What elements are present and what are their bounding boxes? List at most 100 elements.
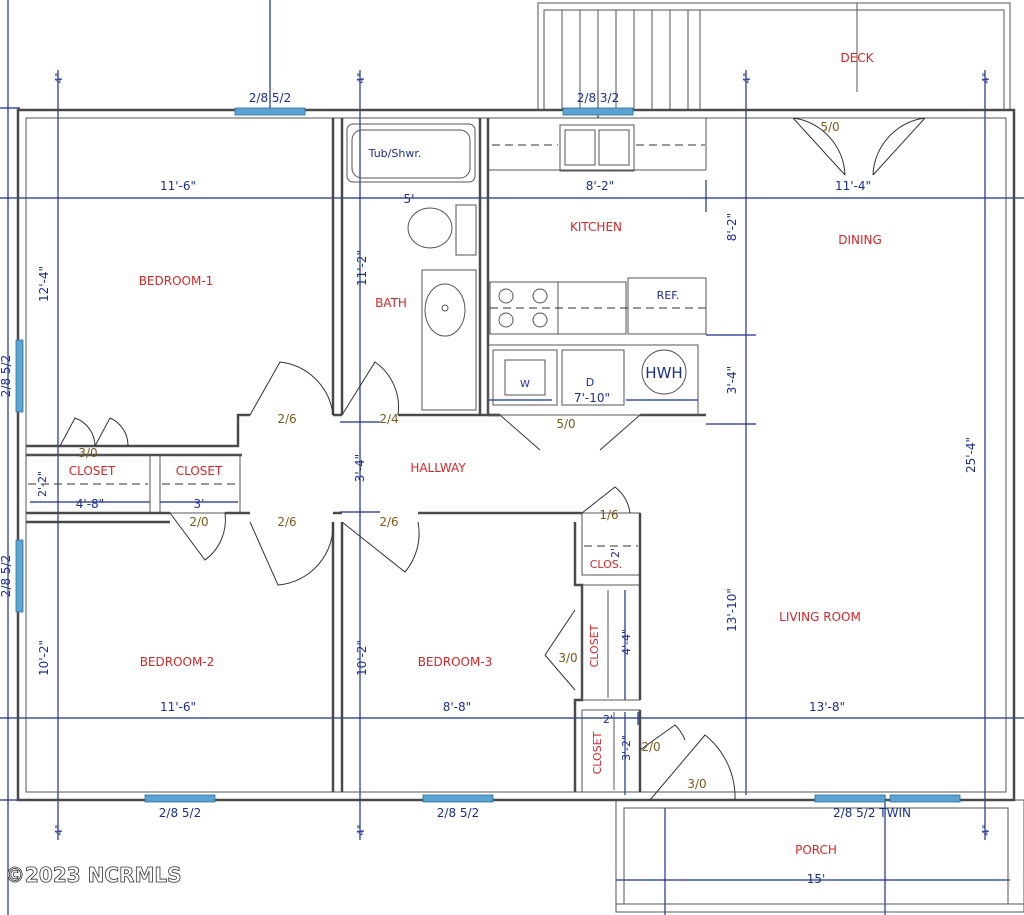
- windows: [15, 107, 961, 803]
- door-bath: 2/4: [379, 412, 398, 426]
- label-living-room: LIVING ROOM: [779, 610, 861, 624]
- label-ref: REF.: [657, 289, 680, 302]
- label-closet-a: CLOSET: [69, 464, 116, 478]
- door-laundry: 5/0: [556, 417, 575, 431]
- dim-wall-bottom-left: 4": [54, 825, 65, 836]
- door-closet-d: 2/0: [641, 740, 660, 754]
- label-closet-d: CLOSET: [591, 731, 604, 774]
- dim-kitchen-width: 8'-2": [586, 179, 614, 193]
- door-closet-a: 3/0: [78, 446, 97, 460]
- door-labels: 5/0 2/6 2/4 5/0 3/0 2/0 2/6 2/6 1/6 3/0 …: [78, 120, 839, 791]
- dim-porch-width: 15': [807, 872, 826, 886]
- label-kitchen: KITCHEN: [570, 220, 622, 234]
- dim-kitchen-height: 8'-2": [725, 213, 739, 241]
- window-label-bedroom2-side: 2/8 5/2: [0, 555, 13, 597]
- interior-walls: [25, 118, 707, 793]
- door-bedroom3: 2/6: [379, 515, 398, 529]
- dim-clos-width: 2': [609, 548, 622, 558]
- dim-bath-width: 5': [404, 192, 415, 206]
- dim-overall-height: 25'-4": [964, 437, 978, 473]
- dim-bed2-width: 11'-6": [160, 700, 196, 714]
- window-label-bedroom2-bottom: 2/8 5/2: [159, 806, 201, 820]
- window-bedroom1-top: [234, 107, 306, 116]
- dim-wall-top-right1: 4": [742, 73, 753, 84]
- dim-wall-bottom-mid: 4": [356, 825, 367, 836]
- dim-living-height: 13'-10": [725, 588, 739, 632]
- dryer: [561, 349, 625, 406]
- dimension-labels: 11'-6" 12'-4" 5' 11'-2" 8'-2" 8'-2" 11'-…: [36, 73, 992, 886]
- window-living-1: [814, 794, 886, 803]
- door-swings: [59, 117, 926, 801]
- window-label-bedroom3-bottom: 2/8 5/2: [437, 806, 479, 820]
- label-hwh: HWH: [645, 364, 682, 382]
- dim-closet-c-height: 4'-4": [620, 629, 633, 655]
- label-bath: BATH: [375, 296, 407, 310]
- dim-bed3-height: 10'-2": [355, 640, 369, 676]
- door-clos: 1/6: [599, 508, 618, 522]
- window-kitchen: [562, 107, 634, 116]
- door-front: 3/0: [687, 777, 706, 791]
- dim-wall-top-mid: 4": [356, 73, 367, 84]
- window-label-kitchen: 2/8 3/2: [577, 91, 619, 105]
- window-label-bedroom1-top: 2/8 5/2: [249, 91, 291, 105]
- label-tub: Tub/Shwr.: [368, 147, 422, 160]
- dim-bed1-width: 11'-6": [160, 179, 196, 193]
- toilet: [407, 207, 453, 249]
- label-clos: CLOS.: [590, 558, 623, 571]
- label-bedroom2: BEDROOM-2: [140, 655, 215, 669]
- fixture-labels: Tub/Shwr. REF. HWH W D: [368, 147, 683, 390]
- dim-laundry-height: 3'-4": [725, 366, 739, 394]
- dim-closet-a-width: 4'-8": [76, 497, 104, 511]
- door-closet-b: 2/0: [189, 515, 208, 529]
- label-dryer: D: [586, 376, 594, 389]
- washer: [492, 349, 558, 406]
- window-bedroom1-side: [15, 339, 24, 413]
- label-deck: DECK: [840, 51, 874, 65]
- window-label-bedroom1-side: 2/8 5/2: [0, 355, 13, 397]
- water-heater: [641, 349, 687, 395]
- dim-closet-height: 2'-2": [36, 471, 49, 497]
- window-labels: 2/8 5/2 2/8 3/2 2/8 5/2 2/8 5/2 2/8 5/2 …: [0, 91, 911, 820]
- dim-bath-height: 11'-2": [355, 250, 369, 286]
- room-labels: DECK BEDROOM-1 BATH KITCHEN DINING HALLW…: [69, 51, 882, 857]
- label-bedroom3: BEDROOM-3: [418, 655, 493, 669]
- door-bedroom1: 2/6: [277, 412, 296, 426]
- dim-closet-b-width: 3': [194, 497, 205, 511]
- label-bedroom1: BEDROOM-1: [139, 274, 214, 288]
- door-bedroom2: 2/6: [277, 515, 296, 529]
- dim-laundry-width: 7'-10": [574, 391, 610, 405]
- refrigerator: [627, 277, 707, 335]
- window-bedroom2-bottom: [144, 794, 216, 803]
- dim-bed3-width: 8'-8": [443, 700, 471, 714]
- laundry-area: [487, 344, 699, 416]
- door-dining: 5/0: [820, 120, 839, 134]
- dim-closet-d-height: 3'-2": [620, 735, 633, 761]
- dim-wall-top-right2: 4": [981, 73, 992, 84]
- label-dining: DINING: [838, 233, 882, 247]
- dim-bed2-height: 10'-2": [37, 640, 51, 676]
- fixtures: [346, 123, 707, 416]
- dim-wall-bottom-right: 4": [981, 825, 992, 836]
- bathtub: [346, 123, 476, 183]
- window-living-2: [889, 794, 961, 803]
- sink: [424, 283, 466, 337]
- window-label-living: 2/8 5/2 TWIN: [833, 806, 911, 820]
- label-washer: W: [520, 379, 530, 390]
- door-closet-c: 3/0: [558, 651, 577, 665]
- label-porch: PORCH: [795, 843, 837, 857]
- dim-bed1-height: 12'-4": [37, 266, 51, 302]
- label-closet-b: CLOSET: [176, 464, 223, 478]
- window-bedroom3-bottom: [422, 794, 494, 803]
- label-hallway: HALLWAY: [410, 461, 466, 475]
- dim-closet-d-width: 2': [603, 713, 613, 726]
- watermark: ©2023 NCRMLS: [5, 863, 182, 887]
- window-bedroom2-side: [15, 539, 24, 613]
- dim-hall-height: 3'-4": [353, 454, 367, 482]
- dim-wall-top-left: 4": [54, 73, 65, 84]
- vanity: [421, 269, 477, 411]
- kitchen-sink: [559, 124, 635, 172]
- dim-living-width: 13'-8": [809, 700, 845, 714]
